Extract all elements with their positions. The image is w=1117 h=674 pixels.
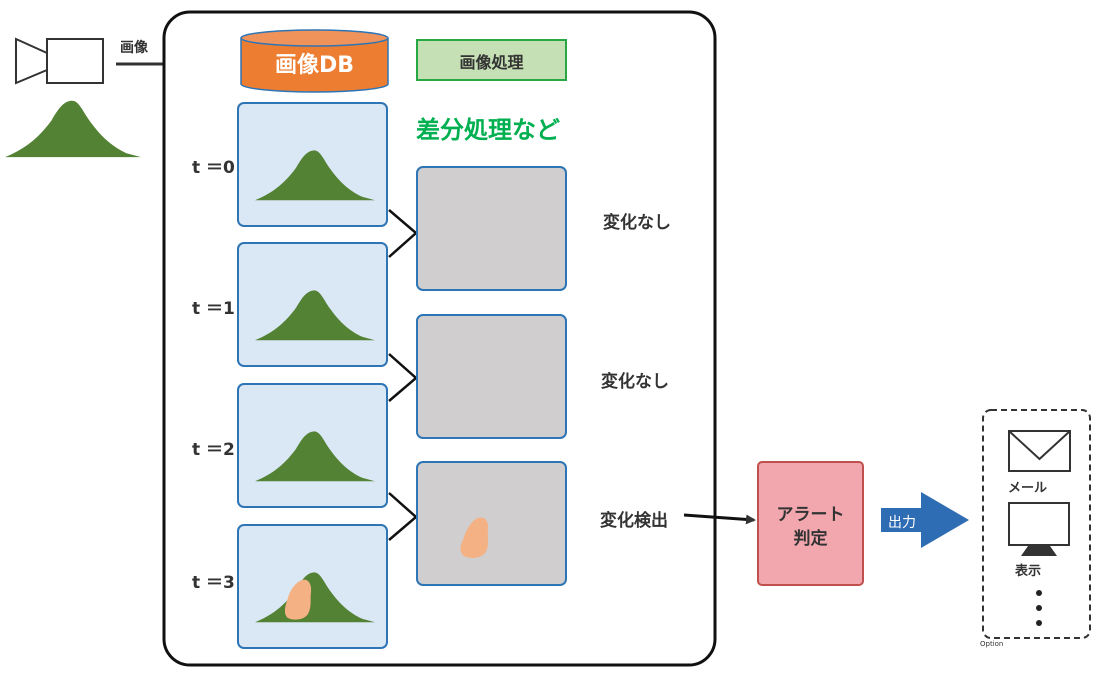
display-label: 表示 (1015, 564, 1042, 579)
image-processing-label: 画像処理 (459, 53, 524, 72)
frame-t1 (237, 242, 388, 367)
time-label-t0: t ＝0 (192, 158, 235, 178)
mail-icon (1008, 430, 1071, 472)
diff-box-1 (416, 314, 567, 439)
image-db-cylinder (240, 29, 389, 93)
diff-result-0: 変化なし (603, 213, 671, 233)
frame-t3 (237, 524, 388, 649)
diff-box-2 (416, 461, 567, 586)
diff-box-2-change-blob (460, 517, 489, 558)
camera-arrow-label: 画像 (120, 40, 148, 56)
output-label: 出力 (888, 515, 916, 531)
alert-label-line1: アラート (776, 505, 845, 525)
frame-t2 (237, 383, 388, 508)
diff-result-1: 変化なし (601, 372, 669, 392)
more-dots-icon (1036, 590, 1042, 626)
output-arrow (881, 492, 969, 548)
time-label-t1: t ＝1 (192, 299, 235, 319)
diff-box-0 (416, 166, 567, 291)
alert-box (757, 461, 864, 586)
time-label-t3: t ＝3 (192, 573, 235, 593)
source-mountain-icon (5, 100, 141, 158)
processing-subtitle: 差分処理など (416, 116, 560, 144)
monitor-icon (1008, 502, 1070, 556)
detect-to-alert-arrow (683, 513, 756, 525)
image-processing-box (416, 39, 567, 81)
camera-icon (15, 37, 104, 85)
diff-result-2: 変化検出 (600, 511, 668, 531)
image-db-label: 画像DB (274, 53, 355, 78)
frame-t3-change-blob (284, 579, 312, 620)
time-label-t2: t ＝2 (192, 440, 235, 460)
alert-label-line2: 判定 (793, 529, 828, 549)
frame-t0 (237, 102, 388, 227)
mail-label: メール (1008, 481, 1048, 496)
option-label: Option (980, 640, 1004, 648)
